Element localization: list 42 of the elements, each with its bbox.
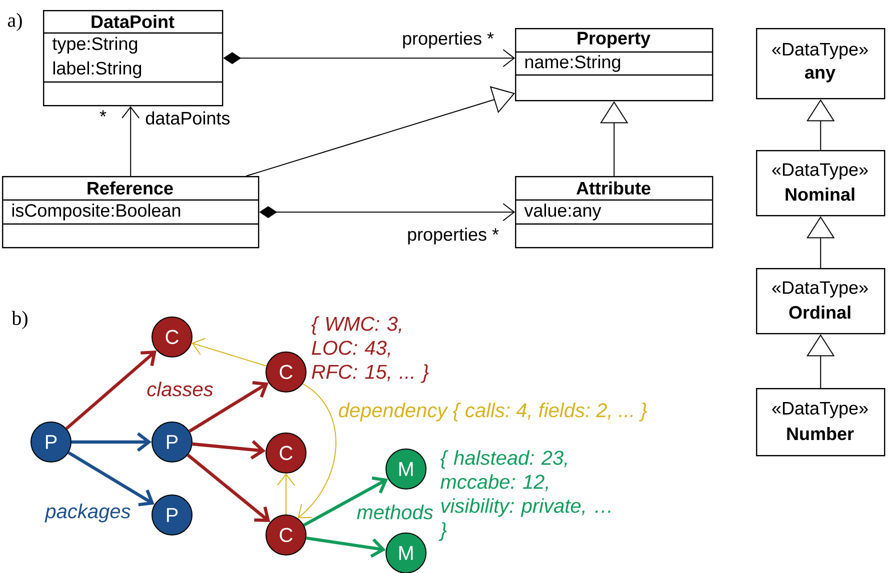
panel-label: b) bbox=[12, 310, 28, 330]
arrow bbox=[306, 536, 386, 558]
multiplicity-label: * bbox=[100, 110, 106, 117]
graph-node: M bbox=[386, 532, 426, 573]
graph-node: P bbox=[152, 422, 192, 462]
graph-node: M bbox=[386, 448, 426, 490]
arrow bbox=[246, 86, 515, 176]
edge-label: dependency { calls: 4, fields: 2, ... } bbox=[337, 402, 648, 422]
group-label: packages bbox=[44, 504, 130, 522]
datatype-box: «DataType» Nominal bbox=[756, 150, 886, 216]
metric-annotation: { halstead: 23, mccabe: 12, visibility: private, … } bbox=[438, 450, 610, 541]
class-box: Reference isComposite:Boolean bbox=[2, 176, 260, 248]
datatype-box: «DataType» any bbox=[756, 28, 886, 100]
group-label: methods bbox=[356, 504, 433, 520]
arrow bbox=[72, 432, 152, 452]
arrow bbox=[65, 350, 157, 430]
arrow bbox=[122, 106, 140, 176]
arrow bbox=[277, 474, 295, 515]
graph-node: C bbox=[266, 352, 306, 392]
group-label: classes bbox=[147, 382, 213, 396]
metric-annotation: { WMC: 3, LOC: 43, RFC: 15, ... } bbox=[311, 316, 429, 383]
graph-node: C bbox=[266, 514, 306, 556]
edge-label: dataPoints bbox=[144, 110, 232, 126]
graph-node: P bbox=[152, 494, 192, 536]
arrow bbox=[303, 476, 388, 527]
class-box: Property name:String bbox=[515, 28, 714, 102]
panel-label: a) bbox=[8, 12, 22, 32]
arrow bbox=[186, 454, 270, 522]
arrow bbox=[192, 338, 267, 366]
datatype-box: «DataType» Ordinal bbox=[756, 268, 886, 334]
arrow bbox=[188, 381, 269, 433]
datatype-box: «DataType» Number bbox=[756, 388, 886, 456]
edge-label: properties * bbox=[400, 30, 496, 50]
graph-node: P bbox=[30, 422, 72, 462]
graph-node: C bbox=[152, 316, 192, 358]
arrow bbox=[192, 440, 266, 460]
arrow bbox=[68, 451, 154, 506]
class-box: DataPoint type:String label:String bbox=[43, 10, 224, 106]
arrow bbox=[298, 383, 336, 518]
class-box: Attribute value:any bbox=[515, 176, 714, 248]
edge-label: properties * bbox=[406, 226, 500, 246]
graph-node: C bbox=[266, 432, 306, 474]
